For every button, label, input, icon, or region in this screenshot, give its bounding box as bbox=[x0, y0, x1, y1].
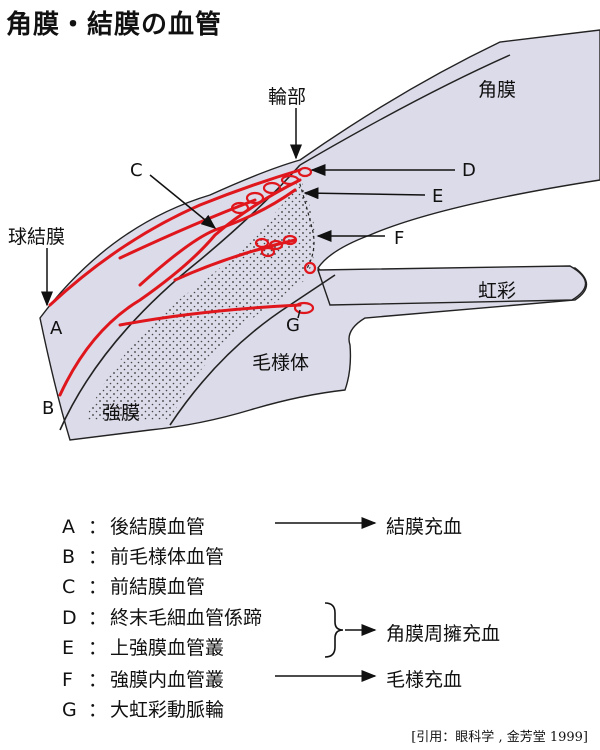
iris-shape bbox=[317, 265, 587, 306]
brace-DE bbox=[324, 602, 344, 658]
legend-text: 強膜内血管叢 bbox=[110, 669, 225, 691]
label-cornea: 角膜 bbox=[478, 79, 517, 101]
limbus-dashed-line bbox=[297, 177, 315, 271]
legend-sep: ： bbox=[88, 607, 108, 629]
pointer-G bbox=[297, 309, 301, 319]
vessels bbox=[48, 168, 302, 397]
result-pericorneal: 角膜周擁充血 bbox=[386, 623, 501, 645]
marker-C: C bbox=[130, 160, 143, 181]
marker-B: B bbox=[42, 398, 55, 419]
legend-key: G bbox=[62, 699, 77, 721]
legend-text: 終末毛細血管係蹄 bbox=[110, 607, 263, 629]
label-sclera: 強膜 bbox=[102, 402, 141, 424]
legend-key: E bbox=[62, 637, 75, 659]
marker-G: G bbox=[286, 315, 300, 336]
legend-row-C: C ：前結膜血管 bbox=[62, 572, 205, 599]
legend-text: 前毛様体血管 bbox=[110, 546, 225, 568]
vessel-A-branch bbox=[118, 198, 257, 260]
arrow-E bbox=[303, 187, 426, 200]
legend-key: C bbox=[62, 576, 76, 598]
capillary-loops bbox=[230, 166, 317, 315]
legend-sep: ： bbox=[88, 669, 108, 691]
vessel-B-branch bbox=[118, 303, 302, 327]
legend-row-A: A ：後結膜血管 bbox=[62, 512, 205, 539]
cornea-inner-line bbox=[299, 54, 511, 166]
marker-E: E bbox=[432, 186, 444, 207]
result-conj: 結膜充血 bbox=[386, 516, 463, 538]
vessel-C bbox=[138, 188, 297, 287]
sclera-inner-line bbox=[169, 274, 336, 426]
legend-row-D: D ：終末毛細血管係蹄 bbox=[62, 603, 262, 630]
legend-sep: ： bbox=[88, 637, 108, 659]
vessel-A bbox=[48, 168, 302, 307]
marker-F: F bbox=[394, 228, 405, 249]
legend-key: B bbox=[62, 546, 76, 568]
vessel-B bbox=[58, 178, 302, 397]
legend-row-F: F ：強膜内血管叢 bbox=[62, 665, 224, 692]
legend-sep: ： bbox=[88, 516, 108, 538]
legend-key: D bbox=[62, 607, 77, 629]
label-ciliary: 毛様体 bbox=[252, 352, 310, 374]
legend-row-G: G ：大虹彩動脈輪 bbox=[62, 695, 224, 722]
legend-sep: ： bbox=[88, 576, 108, 598]
marker-D: D bbox=[462, 160, 476, 181]
result-ciliary: 毛様充血 bbox=[386, 669, 463, 691]
legend-key: F bbox=[62, 669, 73, 691]
citation: [引用：眼科学 , 金芳堂 1999] bbox=[411, 730, 588, 745]
legend-text: 上強膜血管叢 bbox=[110, 637, 225, 659]
legend-key: A bbox=[62, 516, 75, 538]
arrow-C bbox=[149, 174, 217, 229]
legend-text: 後結膜血管 bbox=[110, 516, 206, 538]
legend-text: 大虹彩動脈輪 bbox=[110, 699, 225, 721]
label-bulbar-conj: 球結膜 bbox=[8, 226, 66, 248]
label-rinbu: 輪部 bbox=[268, 86, 307, 108]
marker-A: A bbox=[50, 318, 63, 339]
arrows bbox=[41, 108, 455, 319]
legend-sep: ： bbox=[88, 699, 108, 721]
sclera-stipple bbox=[85, 178, 316, 420]
label-iris: 虹彩 bbox=[478, 280, 517, 302]
page-title: 角膜・結膜の血管 bbox=[6, 10, 223, 40]
legend-row-B: B ：前毛様体血管 bbox=[62, 542, 224, 569]
legend-row-E: E ：上強膜血管叢 bbox=[62, 633, 224, 660]
eye-anatomy-diagram bbox=[39, 29, 600, 441]
legend-text: 前結膜血管 bbox=[110, 576, 206, 598]
legend-sep: ： bbox=[88, 546, 108, 568]
